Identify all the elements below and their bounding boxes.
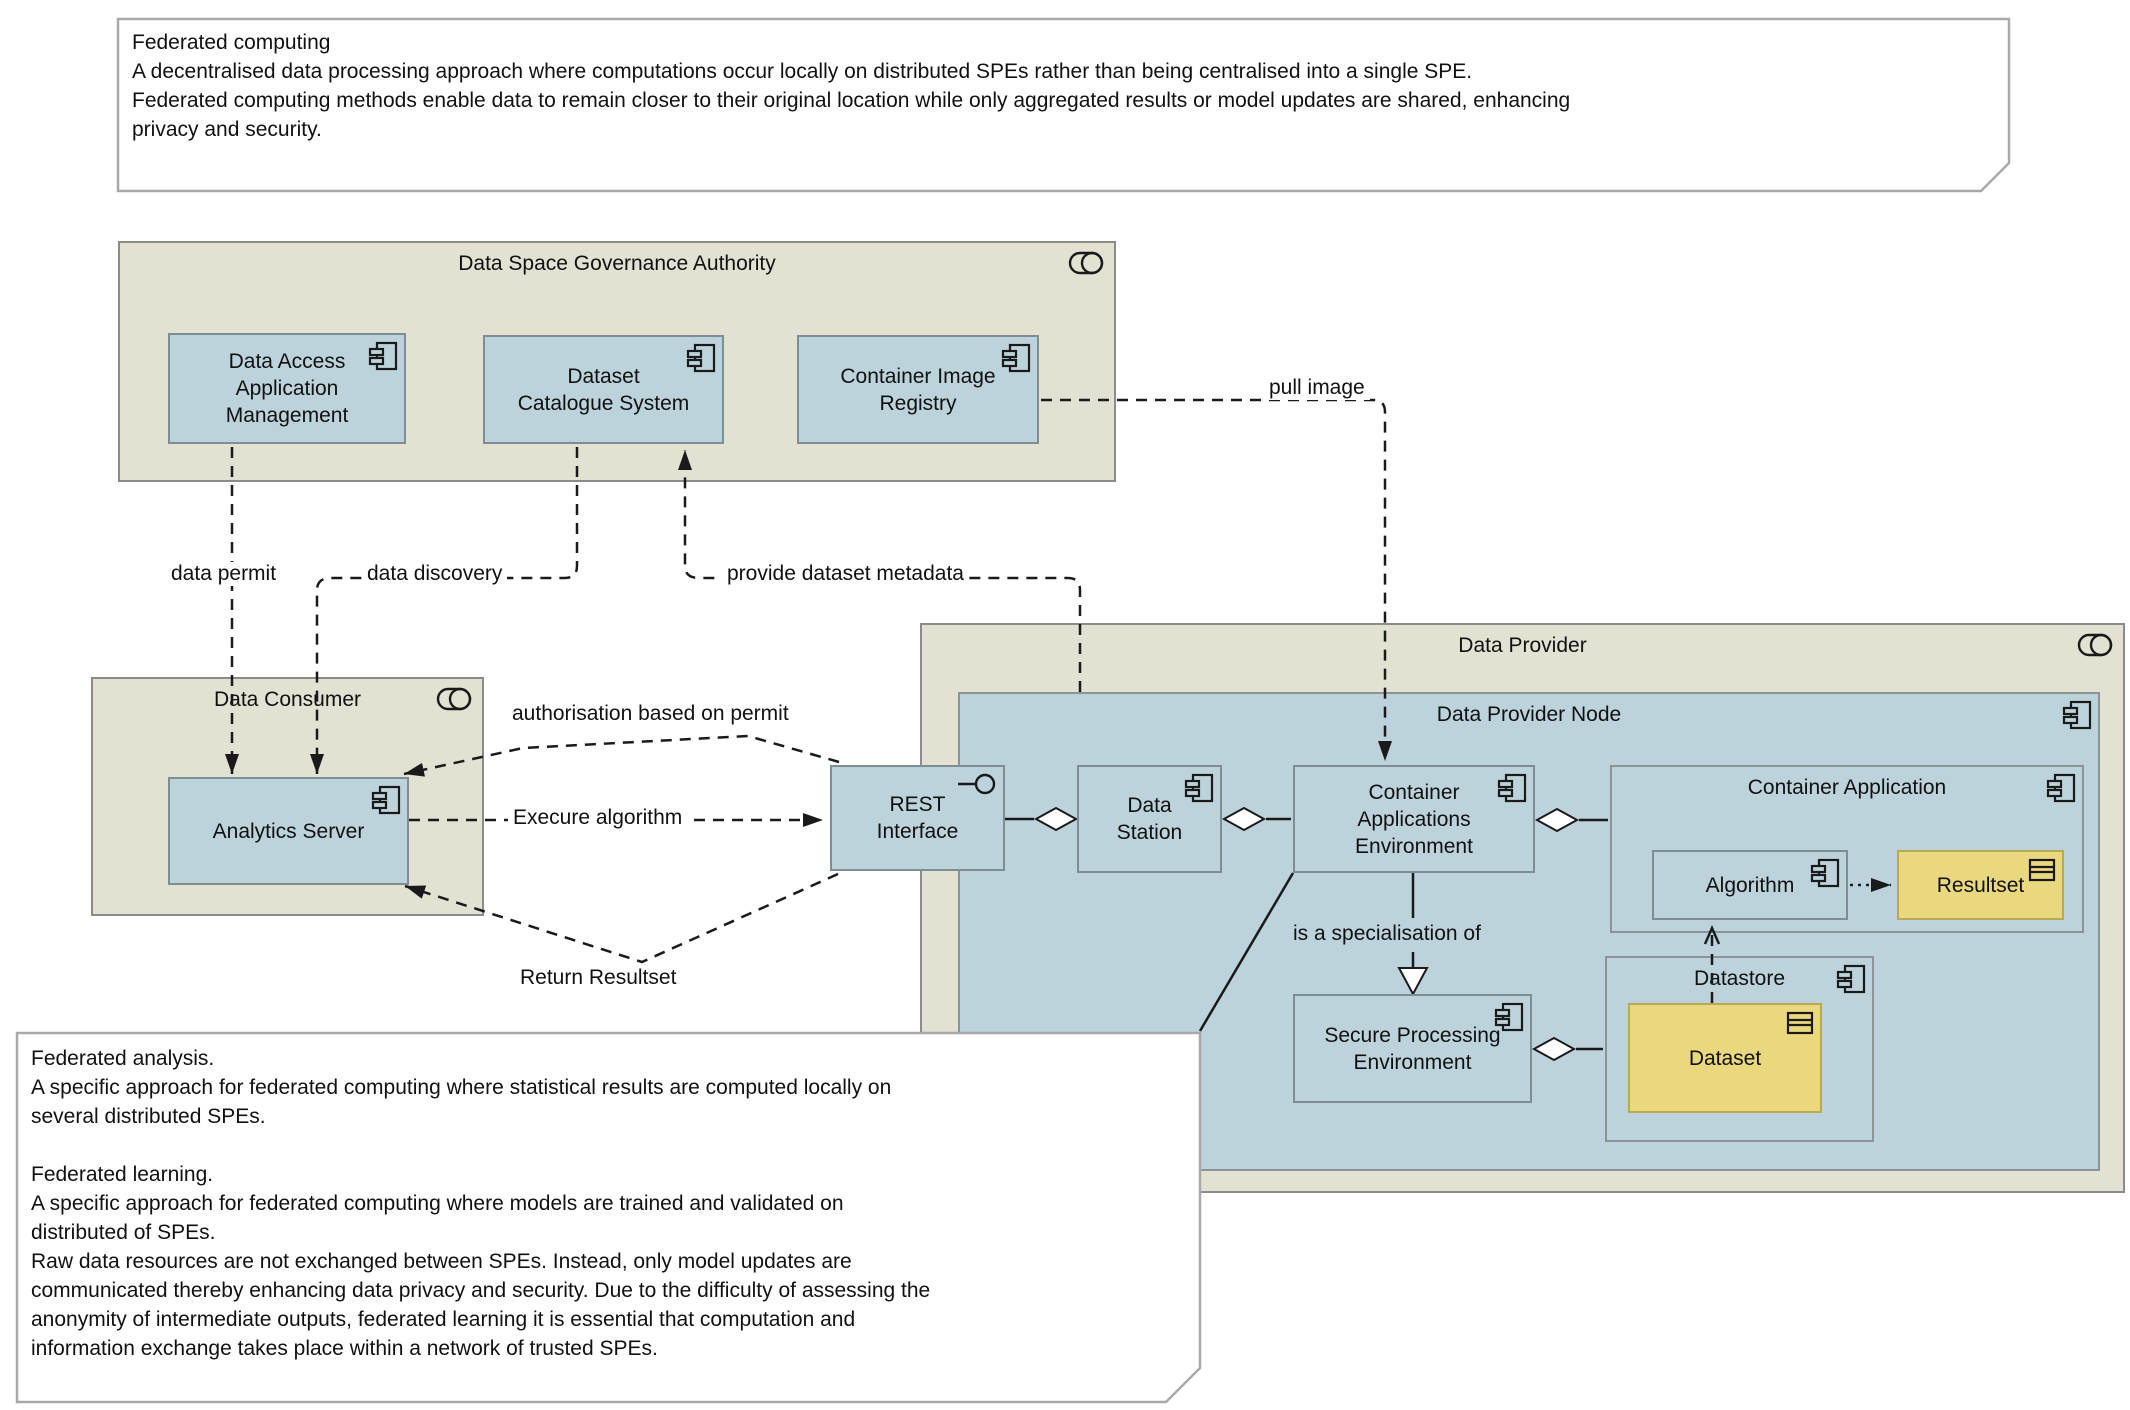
component-secure-processing-environment: Secure Processing Environment <box>1293 994 1532 1103</box>
component-label: Algorithm <box>1705 873 1795 897</box>
edge-label-data-permit: data permit <box>166 562 282 586</box>
note-federated-computing-shape <box>116 17 2011 193</box>
aggregation-diamond <box>1534 807 1580 833</box>
component-icon <box>1184 773 1214 803</box>
interface-lollipop-icon <box>958 773 996 795</box>
edge-authorisation <box>403 734 840 777</box>
edge-label-execute-algorithm: Execure algorithm <box>508 806 688 830</box>
package-icon <box>436 687 472 711</box>
artifact-icon <box>2028 858 2056 882</box>
component-data-access-application-management: Data Access Application Management <box>168 333 406 444</box>
component-icon <box>2062 700 2092 730</box>
component-icon <box>1497 773 1527 803</box>
note-federated-analysis: Federated analysis. A specific approach … <box>31 1047 931 1360</box>
artifact-label: Dataset <box>1688 1046 1762 1070</box>
edge-pull-image <box>1041 398 1392 761</box>
aggregation-diamond <box>1033 806 1079 832</box>
component-label: Data Access Application Management <box>225 350 349 427</box>
edge-label-data-discovery: data discovery <box>362 562 508 586</box>
component-dataset-catalogue-system: Dataset Catalogue System <box>483 335 724 444</box>
component-icon <box>686 343 716 373</box>
edge-label-authorisation: authorisation based on permit <box>512 702 789 725</box>
package-governance-title: Data Space Governance Authority <box>458 252 776 275</box>
component-icon <box>2046 773 2076 803</box>
component-rest-interface: REST Interface <box>830 765 1005 871</box>
component-label: Secure Processing Environment <box>1324 1023 1501 1074</box>
artifact-dataset: Dataset <box>1628 1003 1822 1113</box>
aggregation-diamond <box>1531 1036 1577 1062</box>
component-icon <box>371 785 401 815</box>
component-label: Analytics Server <box>212 819 365 843</box>
component-container-applications-environment: Container Applications Environment <box>1293 765 1535 873</box>
component-icon <box>1001 343 1031 373</box>
component-analytics-server: Analytics Server <box>168 777 409 885</box>
note-federated-analysis-shape <box>15 1031 1202 1404</box>
edge-label-pull-image: pull image <box>1264 376 1370 400</box>
package-icon <box>1068 251 1104 275</box>
edge-label-provide-dataset-metadata: provide dataset metadata <box>722 562 969 586</box>
component-algorithm: Algorithm <box>1652 850 1848 920</box>
component-icon <box>1810 858 1840 888</box>
component-icon <box>1836 964 1866 994</box>
component-label: Dataset Catalogue System <box>517 364 690 415</box>
component-container-image-registry: Container Image Registry <box>797 335 1039 444</box>
component-label: Container Image Registry <box>840 364 996 415</box>
component-label: Container Applications Environment <box>1355 780 1473 858</box>
package-provider-title: Data Provider <box>1458 634 1587 657</box>
node-title: Data Provider Node <box>1436 703 1622 726</box>
note-anchor-line <box>1198 872 1295 1032</box>
component-label: Data Station <box>1116 794 1183 844</box>
package-icon <box>2077 633 2113 657</box>
artifact-label: Resultset <box>1936 873 2025 897</box>
aggregation-diamond <box>1221 806 1267 832</box>
component-icon <box>368 341 398 371</box>
component-data-station: Data Station <box>1077 765 1222 873</box>
note-federated-computing: Federated computing A decentralised data… <box>132 31 1571 141</box>
container-datastore-title: Datastore <box>1693 967 1786 990</box>
artifact-icon <box>1786 1011 1814 1035</box>
component-label: REST Interface <box>876 793 959 843</box>
component-icon <box>1494 1002 1524 1032</box>
artifact-resultset: Resultset <box>1897 850 2064 920</box>
edge-label-return-resultset: Return Resultset <box>520 966 677 989</box>
generalisation-triangle <box>1397 967 1429 997</box>
edge-label-specialisation: is a specialisation of <box>1288 922 1486 946</box>
edge-return-resultset <box>404 872 839 964</box>
package-consumer-title: Data Consumer <box>213 688 362 711</box>
container-application-title: Container Application <box>1747 776 1947 799</box>
